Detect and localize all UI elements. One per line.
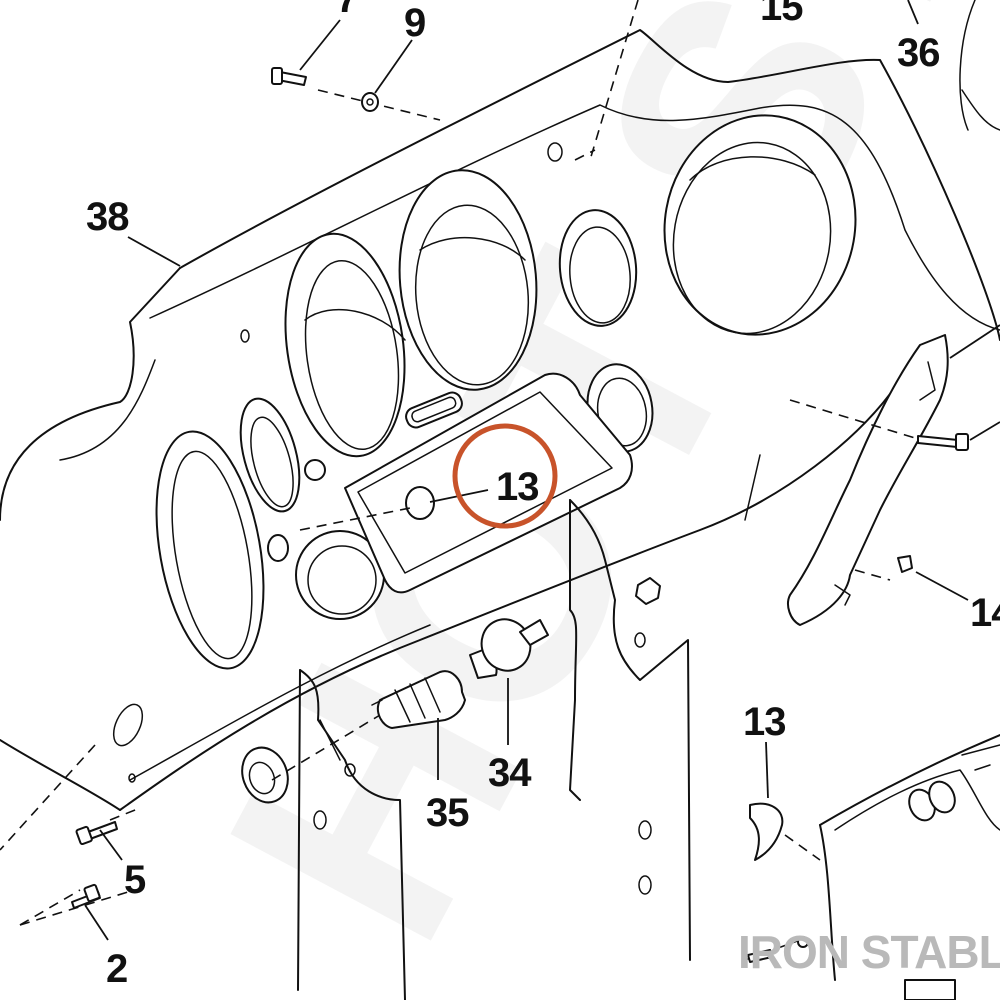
hardware-screw-lower <box>747 936 809 963</box>
gauge-openings <box>155 114 857 670</box>
callout-34: 34 <box>488 751 532 795</box>
callout-2: 2 <box>106 947 127 991</box>
radio-panel <box>344 372 633 594</box>
fairing-body <box>0 29 1000 811</box>
callout-9: 9 <box>404 1 425 45</box>
callout-35: 35 <box>426 791 469 835</box>
callout-36: 36 <box>897 31 940 75</box>
callout-5: 5 <box>124 858 146 902</box>
right-side-trim <box>744 0 1000 626</box>
fairing-holes <box>112 142 563 783</box>
hardware-screw-5 <box>75 821 118 846</box>
callout-14: 14 <box>970 591 1000 635</box>
callout-13-highlighted: 13 <box>496 465 539 509</box>
part-34-plug <box>469 618 549 679</box>
callout-13-console: 13 <box>743 700 786 744</box>
highlight-circle <box>452 423 558 529</box>
lower-console <box>749 734 1000 1001</box>
hardware-screw-right <box>917 433 969 451</box>
hardware-screw-7 <box>271 67 307 86</box>
brand-watermark: IRON STABLE <box>738 926 1000 978</box>
callout-7: 7 <box>336 0 357 21</box>
part-35-socket <box>371 670 466 729</box>
inner-brackets <box>241 499 691 1001</box>
hardware-screw-2 <box>71 883 101 909</box>
hardware-clip-14 <box>897 555 913 573</box>
callout-15: 15 <box>760 0 803 29</box>
hardware-washer-9 <box>361 92 379 112</box>
callout-38: 38 <box>86 195 129 239</box>
callout-labels: 7 9 15 36 38 13 13 14 34 35 5 2 <box>86 0 1000 991</box>
